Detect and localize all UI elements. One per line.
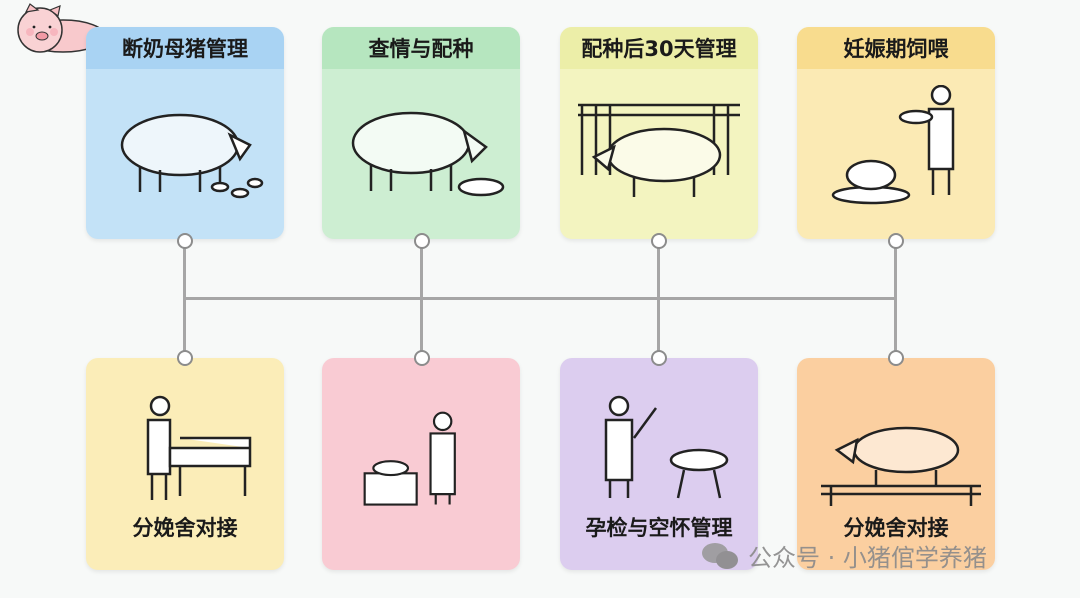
card-title: 孕检与空怀管理: [585, 516, 733, 540]
watermark: 公众号 · 小猪倌学养猪: [700, 538, 987, 573]
card-title: 分娩舍对接: [132, 516, 238, 540]
node-bottom-4: [888, 350, 904, 366]
connector-3: [657, 240, 660, 358]
pig-with-feed-icon: [120, 113, 264, 199]
node-bottom-3: [651, 350, 667, 366]
worker-at-crate-icon: [146, 395, 252, 500]
worker-feeding-pig-icon: [831, 85, 955, 205]
connector-4: [894, 240, 897, 358]
node-top-3: [651, 233, 667, 249]
card-title: 查情与配种: [322, 27, 520, 69]
connector-2: [420, 240, 423, 358]
card-title: 断奶母猪管理: [86, 27, 284, 69]
worker-with-feed-bowl-icon: [604, 395, 729, 499]
wechat-icon: [702, 542, 738, 569]
card-farrowing-handover-1: 分娩舍对接: [86, 358, 284, 570]
node-top-4: [888, 233, 904, 249]
card-weaned-sow: 断奶母猪管理: [86, 27, 284, 239]
node-bottom-1: [177, 350, 193, 366]
watermark-text: 公众号 · 小猪倌学养猪: [748, 544, 987, 572]
pig-on-slatted-floor-icon: [821, 426, 981, 506]
card-title: 分娩舍对接: [843, 516, 949, 540]
connector-horizontal: [185, 297, 896, 300]
pig-in-pen-icon: [578, 103, 740, 197]
card-title: 配种后30天管理: [560, 27, 758, 69]
node-top-1: [177, 233, 193, 249]
card-pregnancy-check: 孕检与空怀管理: [560, 358, 758, 570]
node-bottom-2: [414, 350, 430, 366]
card-title: 妊娠期饲喂: [797, 27, 995, 69]
card-post-breeding-30-days: 配种后30天管理: [560, 27, 758, 239]
connector-1: [183, 240, 186, 358]
node-top-2: [414, 233, 430, 249]
pig-eating-icon: [351, 111, 505, 197]
card-worker-box: [322, 358, 520, 570]
card-farrowing-handover-2: 分娩舍对接: [797, 358, 995, 570]
cartoon-pig-logo: [17, 3, 106, 53]
card-heat-detection-breeding: 查情与配种: [322, 27, 520, 239]
card-gestation-feeding: 妊娠期饲喂: [797, 27, 995, 239]
worker-with-box-icon: [363, 411, 456, 506]
